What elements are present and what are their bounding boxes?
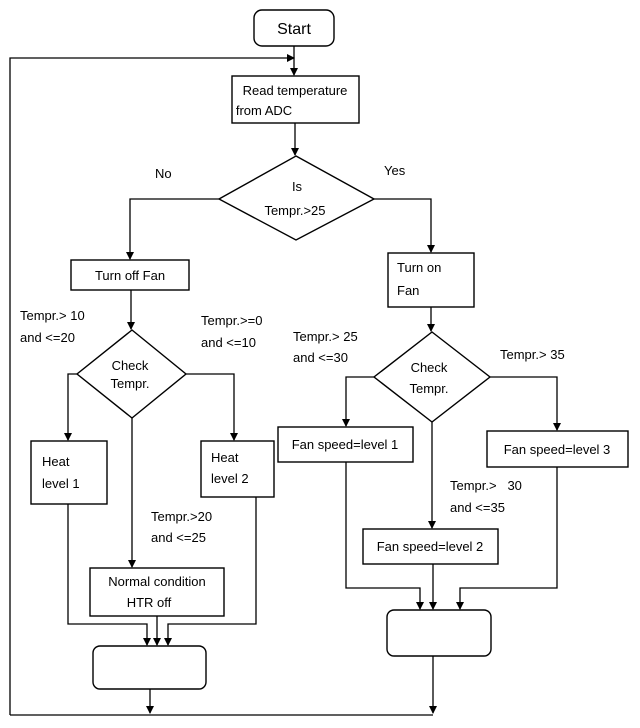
arrow-no-branch — [126, 198, 219, 260]
turn-on-fan-line1: Turn on — [397, 260, 441, 275]
check-left-line1: Check — [112, 358, 149, 373]
fan-level-1-label: Fan speed=level 1 — [292, 437, 399, 452]
no-label: No — [155, 166, 172, 181]
cond-left-0-10-line2: and <=10 — [201, 335, 256, 350]
cond-left-10-20-line1: Tempr.> 10 — [20, 308, 85, 323]
fan-level-2-box — [362, 528, 499, 565]
arrow-heat1-merge — [67, 504, 151, 646]
start-label: Start — [277, 21, 311, 38]
heat-level-2-line2: level 2 — [211, 471, 249, 486]
check-left-line2: Tempr. — [110, 376, 149, 391]
yes-label: Yes — [384, 163, 406, 178]
turn-on-fan-line2: Fan — [397, 283, 419, 298]
decision-main-line2: Tempr.>25 — [264, 203, 325, 218]
heat-level-1-line1: Heat — [42, 454, 70, 469]
cond-left-0-10-line1: Tempr.>=0 — [201, 313, 262, 328]
read-temperature-line1: Read temperature — [243, 83, 348, 98]
heat-level-1-box — [30, 440, 108, 505]
arrow-fan1-merge — [345, 462, 424, 610]
fan-level-3-box — [486, 430, 629, 468]
check-right-line1: Check — [411, 360, 448, 375]
cond-right-25-30-line1: Tempr.> 25 — [293, 329, 358, 344]
arrow-fan3-merge — [456, 467, 558, 610]
heat-level-2-line1: Heat — [211, 450, 239, 465]
decision-main-line1: Is — [292, 179, 303, 194]
read-temperature-line2: from ADC — [236, 103, 292, 118]
cond-right-25-30-line2: and <=30 — [293, 350, 348, 365]
heat-level-2-box — [200, 440, 275, 498]
decision-temp-gt-25 — [217, 155, 376, 241]
fan-level-3-label: Fan speed=level 3 — [504, 442, 611, 457]
check-temp-left-decision — [75, 329, 188, 419]
cond-right-30-35-line1: Tempr.> 30 — [450, 478, 522, 493]
read-temperature-box — [231, 75, 360, 124]
arrow-to-heat-2 — [186, 373, 238, 441]
arrow-to-heat-1 — [64, 373, 77, 441]
check-temp-right-decision — [372, 331, 492, 423]
check-right-line2: Tempr. — [409, 381, 448, 396]
cond-right-30-35-line2: and <=35 — [450, 500, 505, 515]
heat-level-1-line2: level 1 — [42, 476, 80, 491]
arrow-to-fan-3 — [490, 376, 561, 431]
arrow-yes-branch — [374, 198, 435, 253]
turn-off-fan-box — [70, 259, 190, 291]
cond-left-20-25-line1: Tempr.>20 — [151, 509, 212, 524]
right-merge-terminal — [386, 609, 492, 657]
cond-left-10-20-line2: and <=20 — [20, 330, 75, 345]
fan-level-2-label: Fan speed=level 2 — [377, 539, 484, 554]
turn-on-fan-box — [387, 252, 475, 308]
cond-left-20-25-line2: and <=25 — [151, 530, 206, 545]
loop-back-line — [9, 54, 295, 715]
arrow-to-fan-1 — [342, 376, 374, 427]
normal-condition-line2: HTR off — [127, 595, 172, 610]
normal-condition-line1: Normal condition — [108, 574, 206, 589]
arrow-heat2-merge — [164, 497, 257, 646]
left-merge-terminal — [92, 645, 207, 690]
turn-off-fan-label: Turn off Fan — [95, 268, 165, 283]
cond-right-35-line1: Tempr.> 35 — [500, 347, 565, 362]
